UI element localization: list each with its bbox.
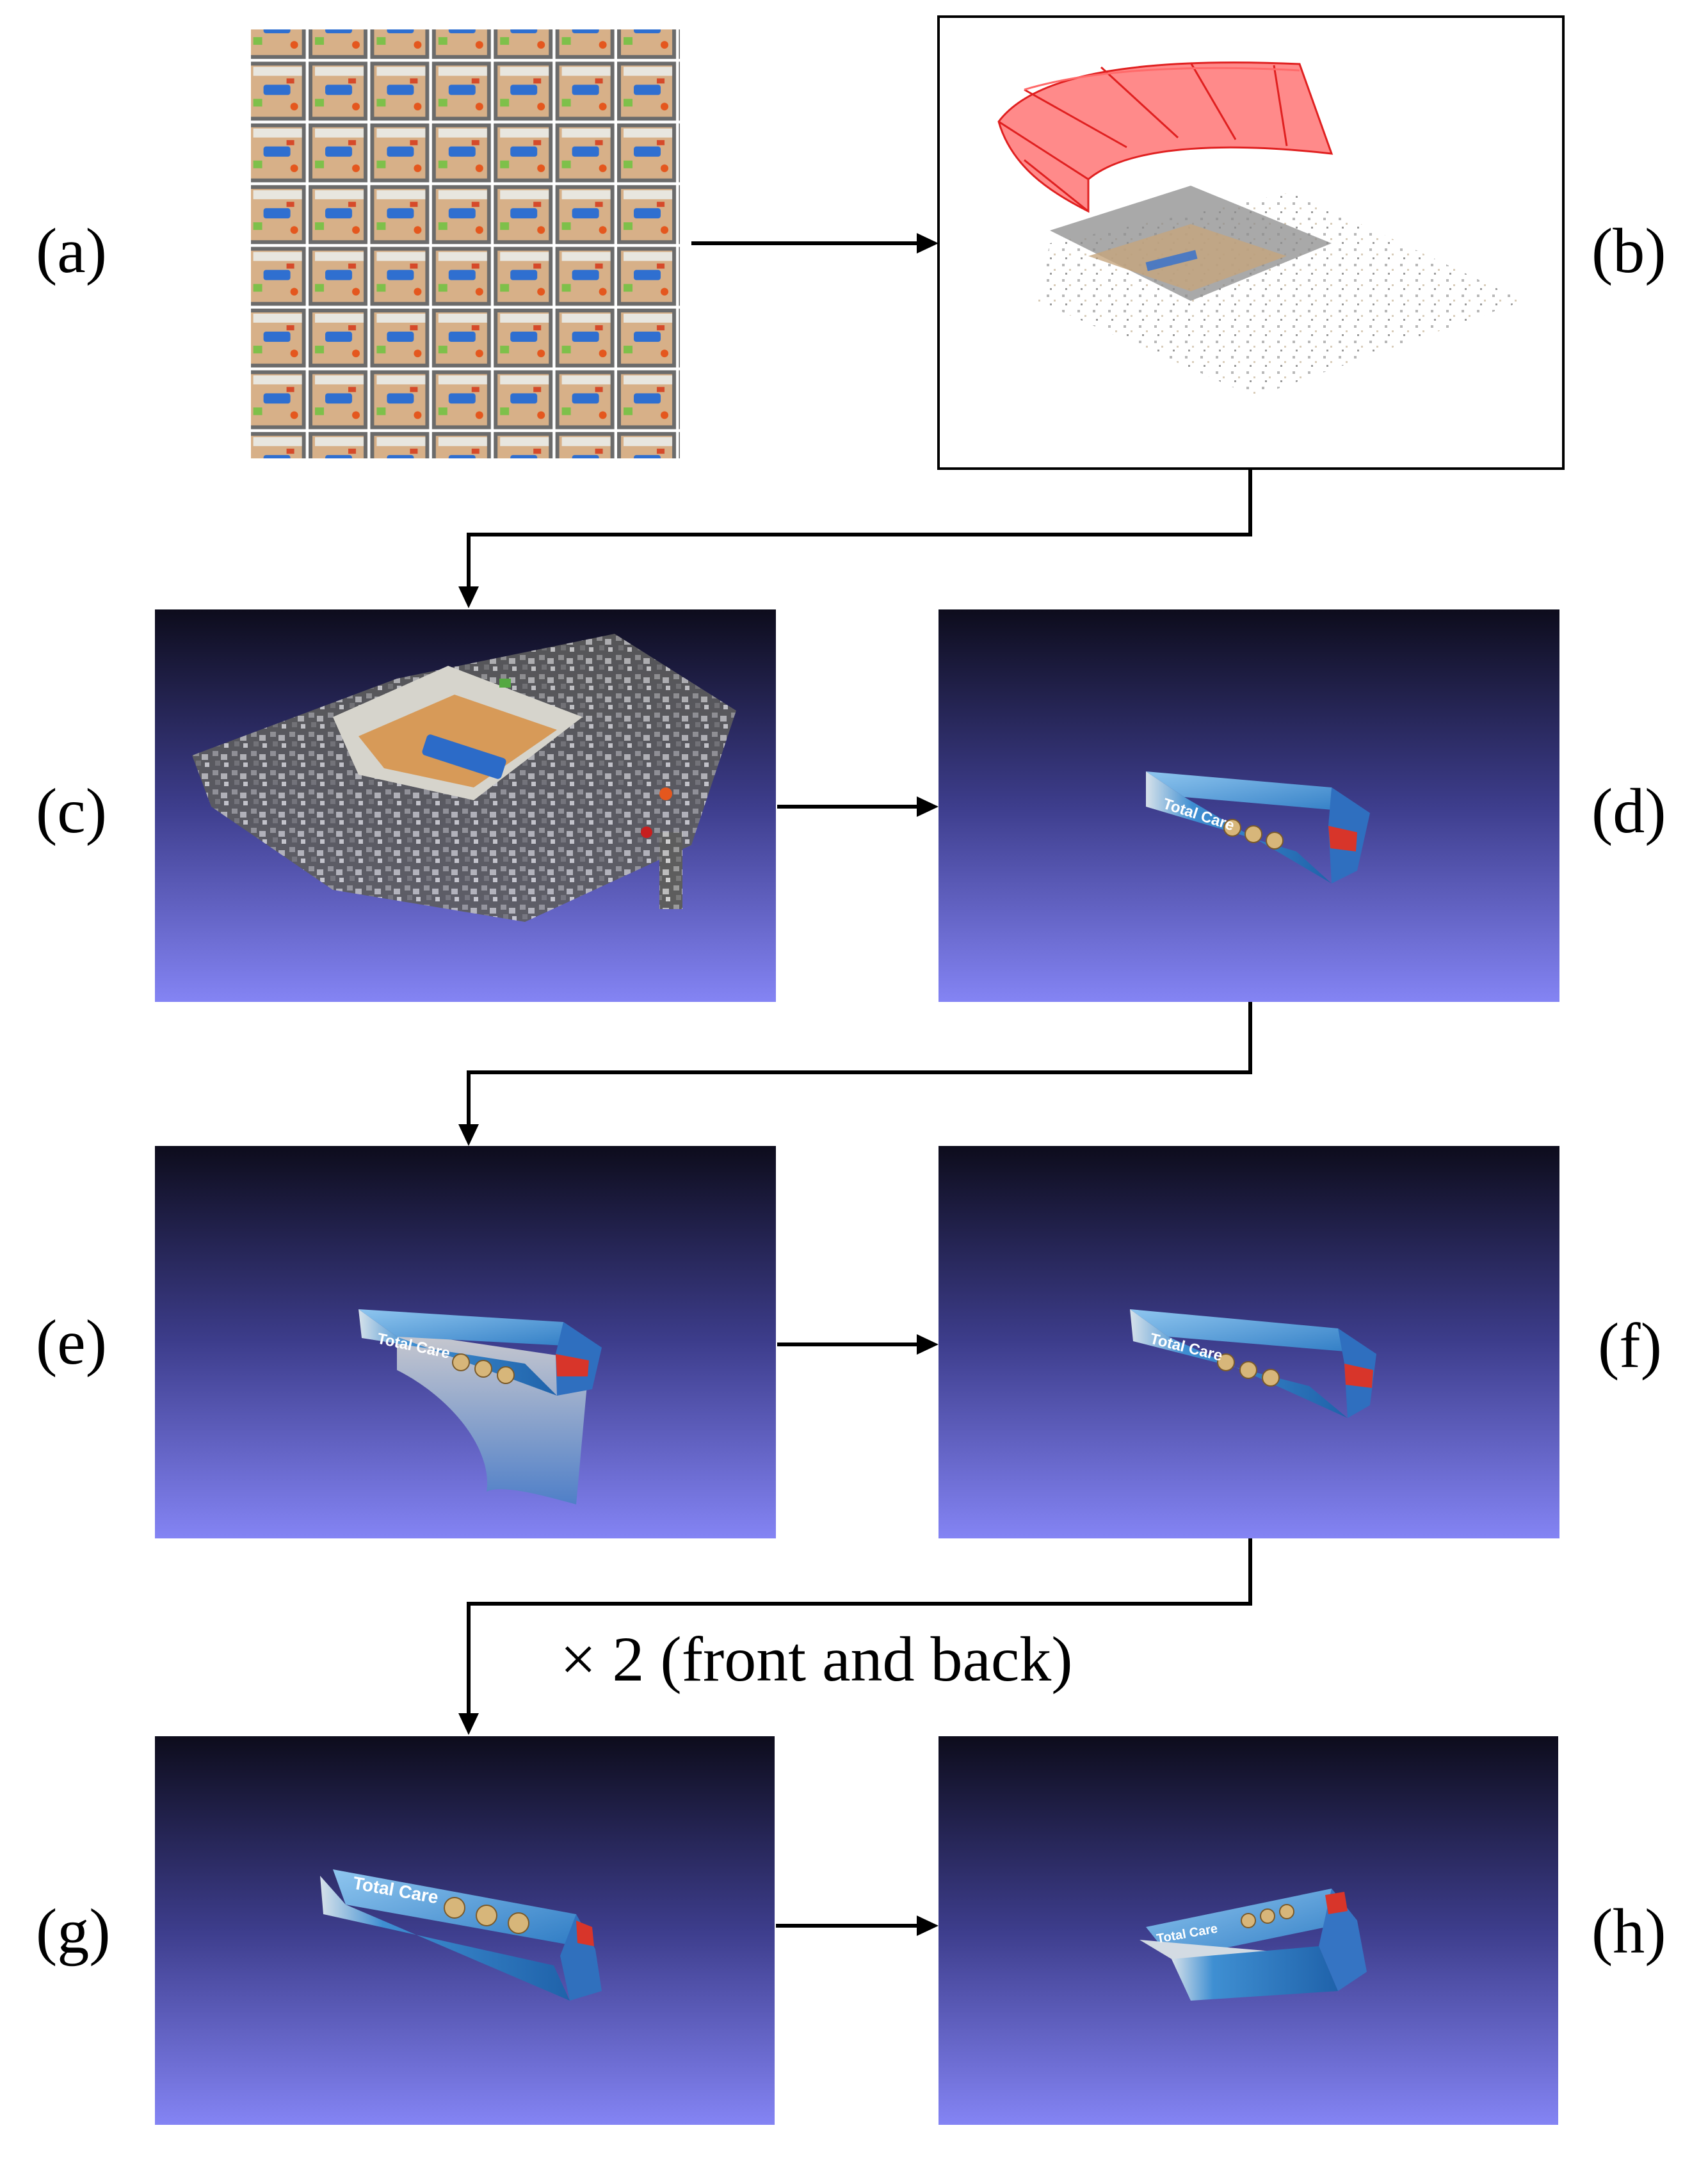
panel-label-c: (c) xyxy=(36,775,107,846)
panel-h-final-model: Total Care xyxy=(939,1736,1558,2125)
panel-d-segmented-object: Total Care xyxy=(939,609,1559,1002)
arrowhead-c-to-d xyxy=(917,796,939,817)
panel-e-raw-mesh: Total Care xyxy=(155,1146,776,1538)
box-model-d: Total Care xyxy=(1146,771,1370,883)
camera-frustum-arc xyxy=(997,61,1333,213)
panel-label-h: (h) xyxy=(1591,1896,1666,1967)
panel-f-clean-mesh: Total Care xyxy=(939,1146,1559,1538)
panel-a-image-grid xyxy=(250,28,680,458)
arrow-b-to-c xyxy=(467,469,1252,595)
arrow-f-to-g xyxy=(467,1538,1252,1722)
panel-label-d: (d) xyxy=(1591,775,1666,846)
panel-label-f: (f) xyxy=(1598,1310,1662,1381)
arrowhead-f-to-g xyxy=(458,1713,479,1735)
panel-label-b: (b) xyxy=(1591,215,1666,286)
arrowhead-g-to-h xyxy=(917,1915,939,1936)
arrowhead-d-to-e xyxy=(458,1124,479,1146)
repeat-note: × 2 (front and back) xyxy=(560,1624,1073,1695)
panel-b-point-cloud xyxy=(937,15,1565,470)
panel-c-dense-reconstruction xyxy=(155,609,776,1002)
panel-label-e: (e) xyxy=(36,1307,107,1378)
panel-label-a: (a) xyxy=(36,215,107,286)
arrowhead-b-to-c xyxy=(458,586,479,608)
arrowhead-a-to-b xyxy=(917,233,939,254)
panel-label-g: (g) xyxy=(36,1896,111,1967)
panel-g-back-mesh: Total Care xyxy=(155,1736,775,2125)
arrowhead-e-to-f xyxy=(917,1334,939,1355)
arrow-d-to-e xyxy=(467,1002,1252,1133)
